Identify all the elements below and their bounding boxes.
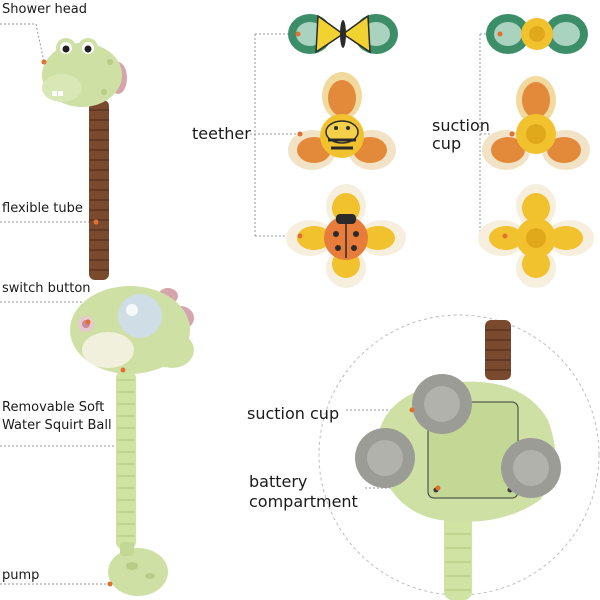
dino-shower-toy [42,38,194,596]
teether-butterfly [288,14,398,54]
label-suction-cup-line2: cup [432,134,462,153]
detail-dino-back [355,320,561,600]
teether-bee [288,72,396,170]
suction-cup-ladybug-back [478,184,594,288]
detail-zoom-circle [318,314,600,596]
leader-dots [41,31,515,587]
label-suction-cup-detail: suction cup [247,404,340,423]
label-battery-line1: battery [249,472,308,491]
label-teether: teether [192,124,251,143]
label-pump: pump [2,568,40,583]
label-squirt-ball-line2: Water Squirt Ball [2,418,112,433]
suction-cup-bee-back [482,76,590,170]
label-suction-cup-line1: suction [432,116,490,135]
squirt-ball [118,294,162,338]
label-shower-head: Shower head [2,2,88,17]
label-battery-line2: compartment [249,492,358,511]
teether-ladybug [286,184,406,288]
shower-head [42,38,127,107]
dino-body [70,286,194,374]
lower-tube [116,370,136,550]
label-switch-button: switch button [2,281,91,296]
label-squirt-ball-line1: Removable Soft [2,400,105,415]
label-flexible-tube: flexible tube [2,201,83,216]
suction-cup-butterfly-back [486,14,588,54]
pump [108,548,168,596]
